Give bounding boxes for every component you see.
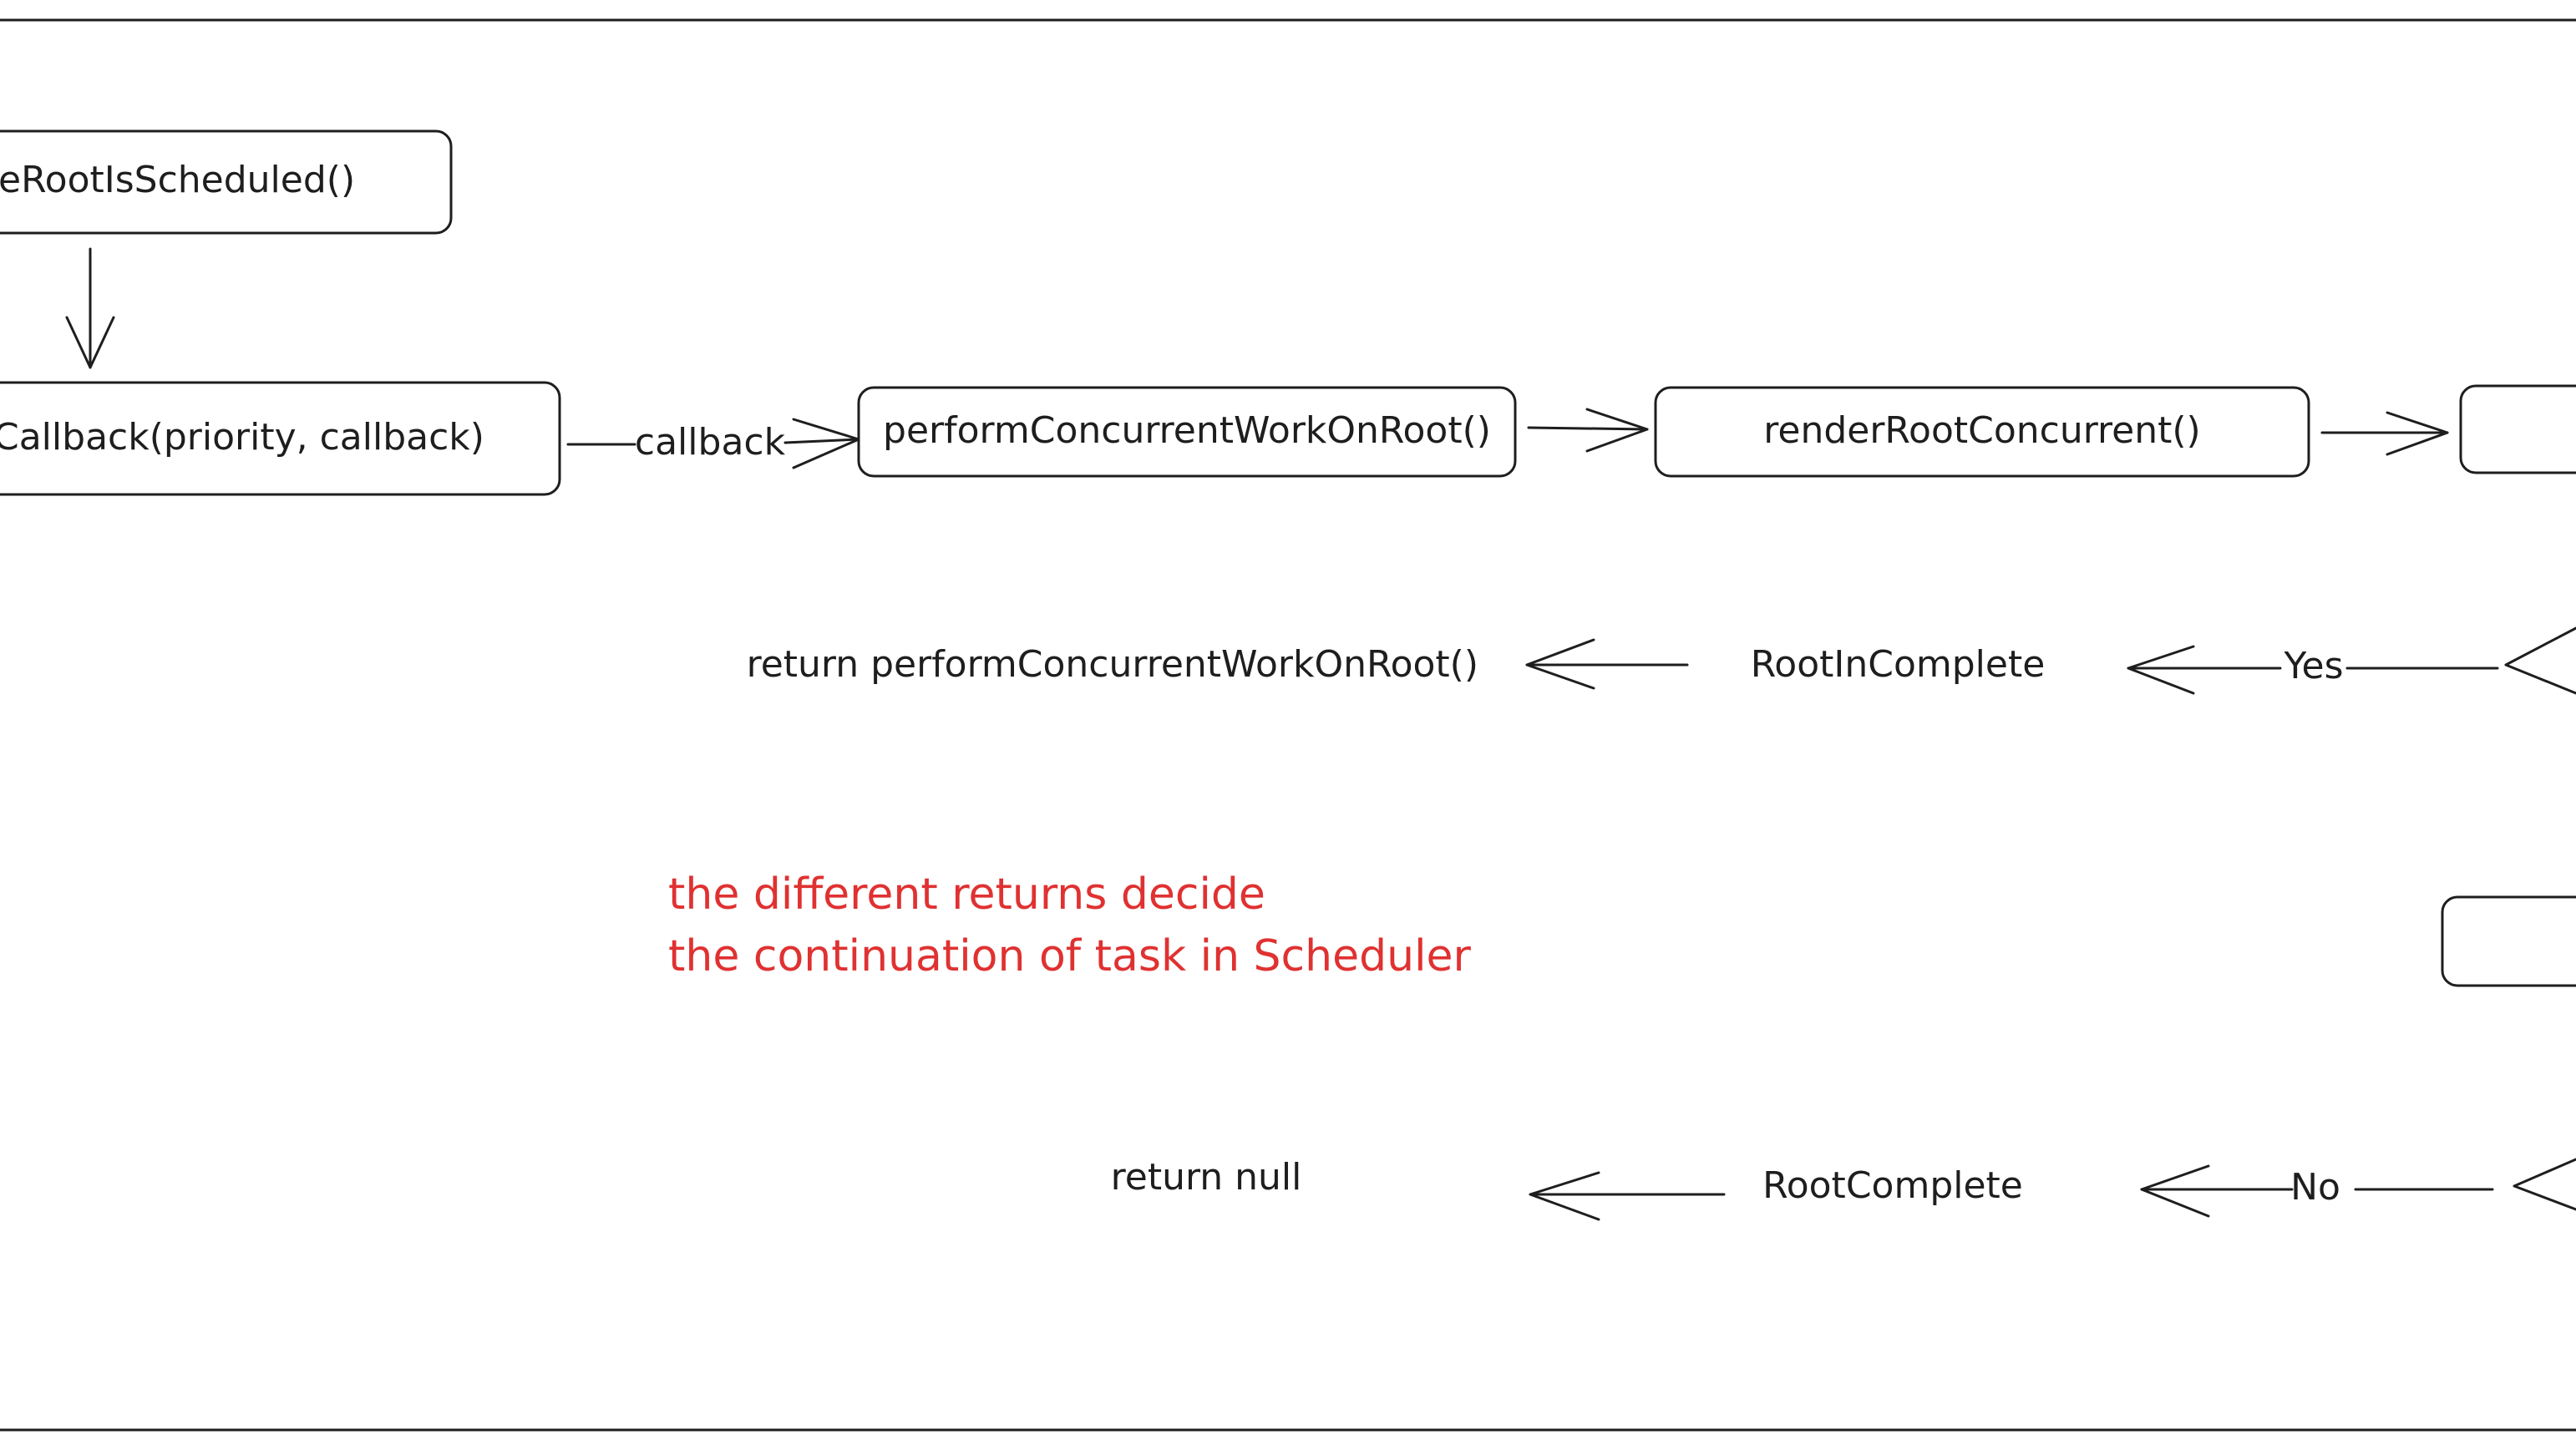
node-perform-concurrent[interactable]: performConcurrentWorkOnRoot() (857, 386, 1517, 478)
node-clipped-right-lower[interactable] (2441, 895, 2576, 987)
outcome-return-perform: return performConcurrentWorkOnRoot() (747, 643, 1478, 686)
edge-no: No (2140, 1164, 2494, 1218)
node-ensure-root-scheduled-label: eRootIsScheduled() (0, 159, 355, 201)
arrow-perform-to-render (1527, 408, 1649, 453)
node-schedule-callback[interactable]: Callback(priority, callback) (0, 381, 561, 496)
arrow-ensure-to-schedule (65, 247, 115, 369)
outcome-root-complete: RootComplete (1762, 1164, 2023, 1207)
node-ensure-root-scheduled[interactable]: eRootIsScheduled() (0, 129, 453, 235)
edge-yes-label: Yes (2283, 645, 2343, 687)
node-render-root-concurrent[interactable]: renderRootConcurrent() (1654, 386, 2310, 478)
edge-callback: callback (566, 418, 860, 469)
annotation: the different returns decide the continu… (668, 869, 1472, 981)
annotation-line-2: the continuation of task in Scheduler (668, 931, 1472, 981)
outcome-return-null: return null (1111, 1156, 1302, 1199)
edge-no-label: No (2290, 1166, 2340, 1209)
node-clipped-right[interactable] (2459, 384, 2576, 474)
decision-diamond-top (2504, 626, 2576, 695)
node-render-root-concurrent-label: renderRootConcurrent() (1763, 409, 2200, 452)
outcome-root-incomplete: RootInComplete (1751, 643, 2046, 686)
annotation-line-1: the different returns decide (668, 869, 1265, 920)
node-schedule-callback-label: Callback(priority, callback) (0, 416, 484, 459)
edge-yes: Yes (2127, 645, 2499, 695)
node-perform-concurrent-label: performConcurrentWorkOnRoot() (883, 409, 1491, 452)
arrow-incomplete-to-return (1525, 638, 1689, 690)
decision-diamond-bottom (2513, 1158, 2576, 1211)
edge-callback-label: callback (635, 421, 786, 464)
arrow-render-to-next (2320, 411, 2449, 456)
arrow-complete-to-null (1529, 1171, 1726, 1221)
